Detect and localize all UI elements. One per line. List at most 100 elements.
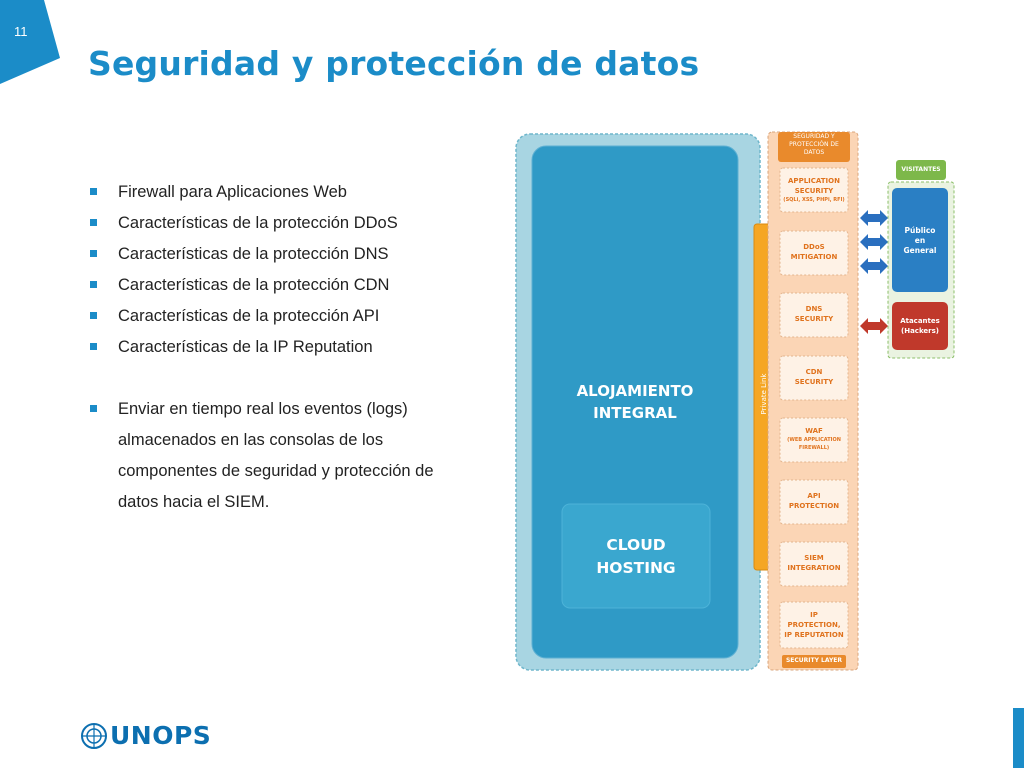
layer-box <box>779 541 849 587</box>
paragraph-line: almacenados en las consolas de los <box>118 431 384 449</box>
diagram-shapes <box>515 131 955 671</box>
layer-label-line: PROTECTION, <box>787 621 841 629</box>
layer-label-subline: (WEB APPLICATION <box>787 437 841 443</box>
paragraph-line: Enviar en tiempo real los eventos (logs) <box>118 400 408 418</box>
hosting-label: ALOJAMIENTO INTEGRAL <box>532 380 738 424</box>
public-visitors-line: Público <box>904 226 936 235</box>
layer-label: SIEM INTEGRATION <box>780 553 848 573</box>
bullet-text: Características de la protección CDN <box>118 276 390 294</box>
public-visitors-box <box>892 188 948 292</box>
cloud-hosting-label-line: CLOUD <box>606 536 666 554</box>
un-emblem-icon <box>81 723 107 749</box>
layer-label-line: IP REPUTATION <box>784 631 844 639</box>
bullet-marker-icon <box>90 219 97 226</box>
layer-label-line: WAF <box>805 427 823 435</box>
security-architecture-diagram: ALOJAMIENTO INTEGRAL CLOUD HOSTING Priva… <box>514 128 960 676</box>
cloud-hosting-box <box>561 503 711 609</box>
private-link-label: Private Link <box>760 373 768 415</box>
layer-box <box>779 230 849 276</box>
double-arrow-icon <box>860 234 888 250</box>
layer-box <box>779 355 849 401</box>
layer-box <box>779 417 849 463</box>
bullet-marker-icon <box>90 188 97 195</box>
security-footer-label: SECURITY LAYER <box>785 657 843 664</box>
footer-accent-bar <box>1013 708 1024 768</box>
layer-label-line: SECURITY <box>794 378 834 386</box>
layer-label-line: SECURITY <box>794 187 834 195</box>
bullet-list: Firewall para Aplicaciones Web Caracterí… <box>88 177 488 518</box>
bullet-item: Características de la protección CDN <box>88 270 488 301</box>
bullet-marker-icon <box>90 312 97 319</box>
visitors-header-label: VISITANTES <box>901 166 941 173</box>
layer-box <box>779 601 849 649</box>
attackers-label: Atacantes (Hackers) <box>892 316 948 336</box>
bullet-marker-icon <box>90 405 97 412</box>
attack-arrow-icon <box>860 318 888 334</box>
bullet-text: Firewall para Aplicaciones Web <box>118 183 347 201</box>
bullet-text: Características de la protección DDoS <box>118 214 398 232</box>
layer-box <box>779 479 849 525</box>
bullet-item: Características de la protección API <box>88 301 488 332</box>
attackers-line: Atacantes <box>900 317 940 325</box>
security-header-line: PROTECCIÓN DE <box>789 141 839 148</box>
bullet-text: Características de la IP Reputation <box>118 338 373 356</box>
layer-label-line: INTEGRATION <box>787 564 841 572</box>
attackers-box <box>892 302 948 350</box>
paragraph-line: componentes de seguridad y protección de <box>118 462 434 480</box>
layer-label: API PROTECTION <box>780 491 848 511</box>
layer-label-line: IP <box>810 611 818 619</box>
bullet-marker-icon <box>90 250 97 257</box>
paragraph-line: datos hacia el SIEM. <box>118 493 270 511</box>
layer-label-subline: (SQLi, XSS, PHPi, RFI) <box>783 197 845 203</box>
layer-label: WAF (WEB APPLICATION FIREWALL) <box>780 426 848 452</box>
layer-label: IP PROTECTION, IP REPUTATION <box>780 610 848 640</box>
unops-logo-text: UNOPS <box>110 721 212 750</box>
layer-label-line: MITIGATION <box>790 253 838 261</box>
layer-label-line: SIEM <box>804 554 824 562</box>
cloud-hosting-label: CLOUD HOSTING <box>562 534 710 580</box>
layer-label: DDoS MITIGATION <box>780 242 848 262</box>
security-header-box <box>778 132 850 162</box>
security-header-line: SEGURIDAD Y <box>793 133 835 140</box>
cloud-hosting-label-line: HOSTING <box>596 559 676 577</box>
layer-label-line: API <box>807 492 821 500</box>
layer-label: APPLICATION SECURITY (SQLi, XSS, PHPi, R… <box>780 176 848 204</box>
public-visitors-line: en <box>914 236 926 245</box>
security-footer-box <box>782 655 846 668</box>
layer-box <box>779 292 849 338</box>
visitors-header-box <box>896 160 946 180</box>
traffic-arrows <box>860 210 888 274</box>
page-number-tab <box>0 0 60 84</box>
bullet-item-paragraph: Enviar en tiempo real los eventos (logs)… <box>88 394 488 518</box>
security-header-line: DATOS <box>803 149 825 156</box>
layer-label-subline: FIREWALL) <box>798 445 830 451</box>
bullet-marker-icon <box>90 281 97 288</box>
layer-label-line: DNS <box>805 305 823 313</box>
hosting-label-line: INTEGRAL <box>593 404 677 422</box>
double-arrow-icon <box>860 258 888 274</box>
public-visitors-line: General <box>903 246 937 255</box>
security-column <box>767 131 859 671</box>
bullet-text: Características de la protección API <box>118 307 380 325</box>
public-visitors-label: Público en General <box>892 226 948 256</box>
page-number: 11 <box>14 24 28 39</box>
layer-label-line: APPLICATION <box>788 177 840 185</box>
double-arrow-icon <box>860 210 888 226</box>
bullet-item: Características de la IP Reputation <box>88 332 488 363</box>
bullet-item: Características de la protección DNS <box>88 239 488 270</box>
bullet-marker-icon <box>90 343 97 350</box>
layer-label: DNS SECURITY <box>780 304 848 324</box>
bullet-item: Características de la protección DDoS <box>88 208 488 239</box>
slide-title: Seguridad y protección de datos <box>88 44 700 83</box>
attackers-line: (Hackers) <box>901 327 939 335</box>
bullet-text: Características de la protección DNS <box>118 245 389 263</box>
layer-label-line: PROTECTION <box>788 502 840 510</box>
layer-label: CDN SECURITY <box>780 367 848 387</box>
layer-label-line: SECURITY <box>794 315 834 323</box>
layer-label-line: CDN <box>805 368 823 376</box>
layer-label-line: DDoS <box>803 243 825 251</box>
security-header-label: SEGURIDAD Y PROTECCIÓN DE DATOS <box>778 133 850 157</box>
bullet-item: Firewall para Aplicaciones Web <box>88 177 488 208</box>
hosting-label-line: ALOJAMIENTO <box>576 382 694 400</box>
layer-box <box>779 167 849 213</box>
